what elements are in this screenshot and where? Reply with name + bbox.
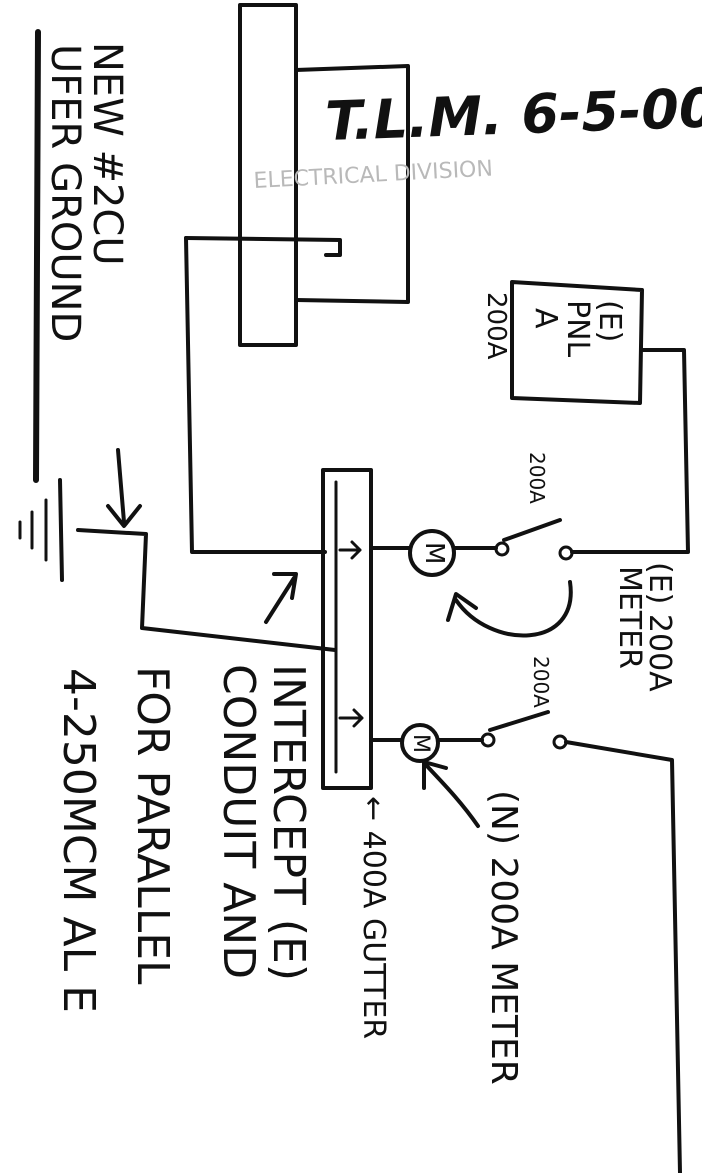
ground-note-line-1: NEW #2CU [84,42,130,266]
left-feeder-line [184,236,327,554]
stamp-division: ELECTRICAL DIVISION [253,156,493,194]
new-service-line [564,740,682,1173]
note-line-1: INTERCEPT (E) [263,664,314,981]
new-meter-circle [400,723,440,763]
existing-meter-circle [408,529,456,577]
gutter-box [321,468,373,790]
new-breaker-blade [488,710,550,732]
ground-conductor [76,528,337,652]
stamp-initials-date: T.L.M. 6-5-00 [324,76,702,153]
existing-breaker-terminal-2 [558,545,574,561]
new-meter-symbol: M [408,734,433,753]
note-line-3: FOR PARALLEL [127,666,178,985]
existing-meter-label-2: METER [612,566,647,669]
intercept-arrow [264,572,298,624]
existing-meter-label-1: (E) 200A [642,562,677,692]
ground-note-arrow [106,448,142,528]
new-breaker-terminal-1 [480,732,496,748]
existing-meter-symbol: M [419,542,449,564]
note-line-4: 4-250MCM AL E [53,668,104,1013]
note-line-2: CONDUIT AND [213,664,264,979]
existing-panel-box [510,280,644,405]
existing-breaker-rating: 200A [525,452,549,504]
existing-breaker-terminal-1 [494,541,510,557]
panel-label-2: PNL [560,300,595,358]
new-breaker-rating: 200A [529,656,553,708]
new-meter-label: (N) 200A METER [483,790,524,1085]
ground-symbol-bar [58,478,64,582]
gutter-arrow-lower [338,708,364,728]
ground-note-line-2: UFER GROUND [42,44,88,342]
panel-label-3: A [528,308,563,329]
panel-label-1: (E) [592,300,627,342]
gutter-label: ← 400A GUTTER [356,796,391,1039]
existing-panel-feed [570,348,690,554]
service-head-box [294,64,410,304]
gutter-arrow-upper [338,540,362,560]
existing-breaker-blade [502,518,562,542]
panel-label-4: 200A [481,292,511,360]
existing-meter-arrow [446,580,573,638]
new-meter-arrow [422,760,480,828]
service-feed-line [184,236,342,257]
margin-line [33,29,41,483]
ground-symbol-lines [18,498,48,562]
